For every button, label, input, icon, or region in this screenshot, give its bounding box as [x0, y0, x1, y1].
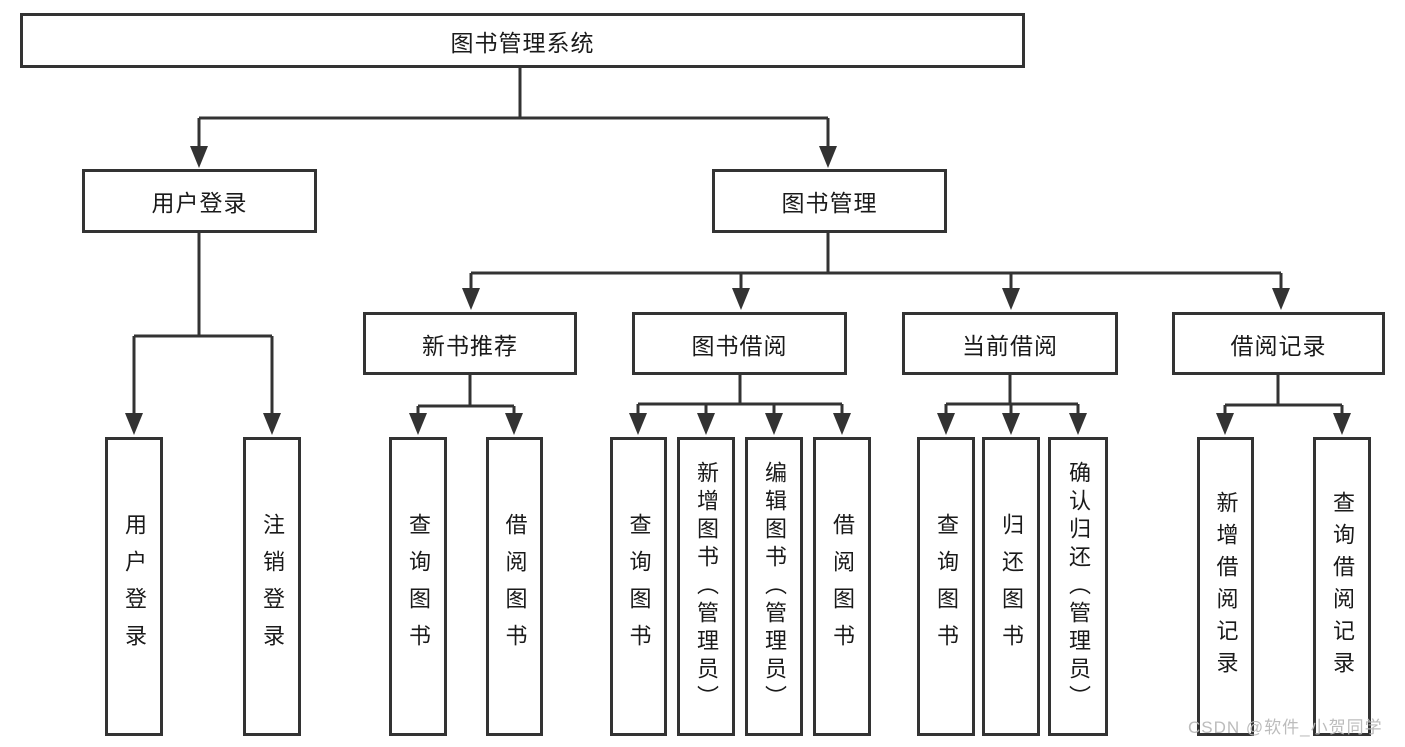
leaf-user-login: 用户登录	[105, 437, 163, 736]
leaf-query-book-recommend: 查询图书	[389, 437, 447, 736]
node-book-borrow: 图书借阅	[632, 312, 847, 375]
node-user-login: 用户登录	[82, 169, 317, 233]
leaf-confirm-return-admin: 确认归还（管理员）	[1048, 437, 1108, 736]
node-book-management: 图书管理	[712, 169, 947, 233]
node-borrow-record: 借阅记录	[1172, 312, 1385, 375]
leaf-query-book-borrow: 查询图书	[610, 437, 667, 736]
leaf-query-book-current: 查询图书	[917, 437, 975, 736]
node-new-book-recommend: 新书推荐	[363, 312, 577, 375]
leaf-query-borrow-record: 查询借阅记录	[1313, 437, 1371, 736]
leaf-borrow-book: 借阅图书	[813, 437, 871, 736]
leaf-logout: 注销登录	[243, 437, 301, 736]
leaf-edit-book-admin: 编辑图书（管理员）	[745, 437, 803, 736]
node-root-library-system: 图书管理系统	[20, 13, 1025, 68]
csdn-watermark: CSDN @软件_小贺同学	[1188, 718, 1383, 737]
arrowhead-icons	[125, 146, 1351, 435]
leaf-borrow-book-recommend: 借阅图书	[486, 437, 543, 736]
leaf-add-borrow-record: 新增借阅记录	[1197, 437, 1254, 736]
leaf-return-book: 归还图书	[982, 437, 1040, 736]
leaf-add-book-admin: 新增图书（管理员）	[677, 437, 735, 736]
node-current-borrow: 当前借阅	[902, 312, 1118, 375]
